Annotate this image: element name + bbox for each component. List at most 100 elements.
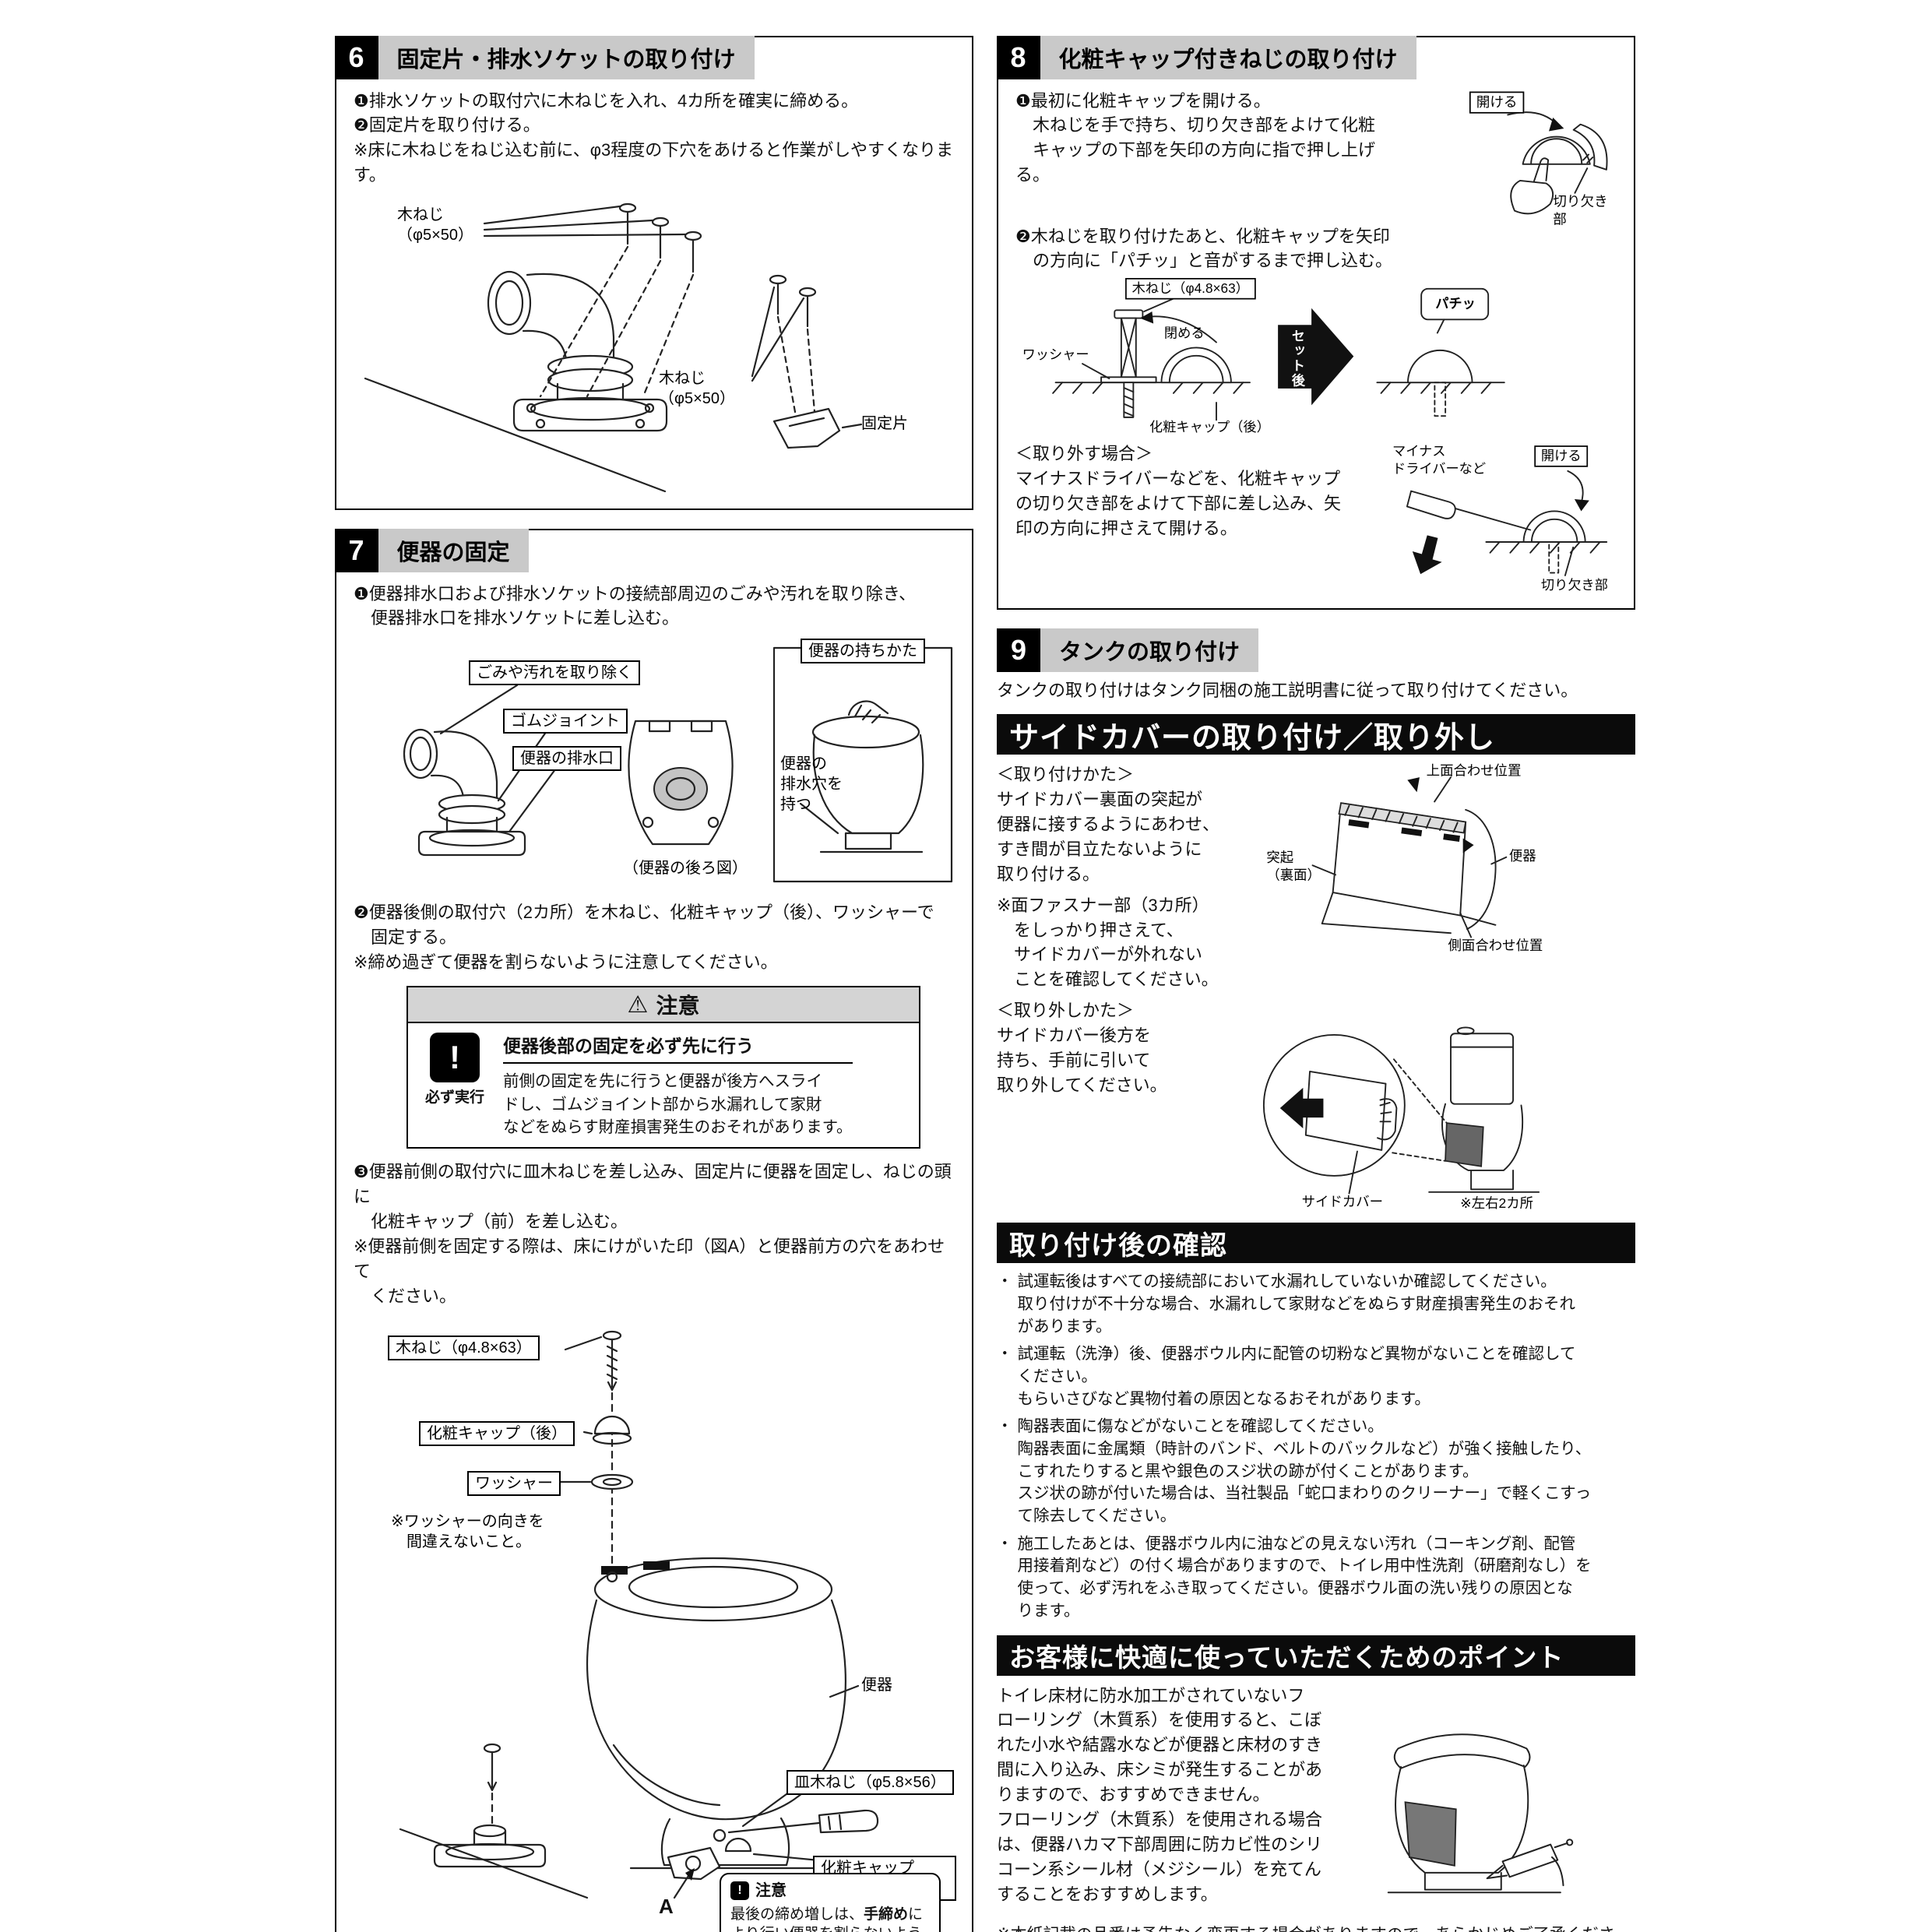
mandatory-block: ! 必ず実行 bbox=[419, 1031, 491, 1139]
side-cover-attach-note: ※面ファスナー部（3カ所） をしっかり押さえて、 サイドカバーが外れない ことを… bbox=[997, 895, 1219, 990]
footer-note: ※本紙記載の品番は予告なく変更する場合がありますので、あらかじめご了承ください。 bbox=[997, 1922, 1635, 1932]
caution-header: ⚠ 注意 bbox=[408, 987, 919, 1024]
label-side-align: 側面合わせ位置 bbox=[1448, 938, 1543, 954]
section-7-step-3: ❸便器前側の取付穴に皿木ねじを差し込み、固定片に便器を固定し、ねじの頭に 化粧キ… bbox=[354, 1162, 952, 1231]
check-after-banner: 取り付け後の確認 bbox=[997, 1223, 1635, 1264]
points-section: お客様に快適に使っていただくためのポイント トイレ床材に防水加工がされていないフ… bbox=[997, 1635, 1635, 1909]
check-item: ・施工したあとは、便器ボウル内に油などの見えない汚れ（コーキング剤、配管 用接着… bbox=[997, 1533, 1635, 1623]
bullet: ・ bbox=[997, 1417, 1013, 1436]
section-7: 7 便器の固定 ❶便器排水口および排水ソケットの接続部周辺のごみや汚れを取り除き… bbox=[334, 528, 973, 1932]
label-both-sides: ※左右2カ所 bbox=[1460, 1196, 1534, 1212]
section-6-note: ※床に木ねじをねじ込む前に、φ3程度の下穴をあけると作業がしやすくなります。 bbox=[354, 140, 954, 185]
section-7-header: 7 便器の固定 bbox=[334, 528, 973, 572]
points-banner: お客様に快適に使っていただくためのポイント bbox=[997, 1635, 1635, 1676]
side-cover-banner: サイドカバーの取り付け／取り外し bbox=[997, 714, 1635, 755]
side-cover-section: サイドカバーの取り付け／取り外し ＜取り付けかた＞ サイドカバー裏面の突起が 便… bbox=[997, 714, 1635, 1212]
mini-caution-title: 注意 bbox=[755, 1881, 787, 1899]
cap-remove-diagram bbox=[1406, 470, 1608, 577]
section-9-title: タンクの取り付け bbox=[1040, 628, 1259, 673]
label-click-sound: パチッ bbox=[1435, 297, 1476, 312]
cap-open-diagram bbox=[1507, 111, 1608, 214]
fig-cap-open: 開ける 切り欠き部 bbox=[1412, 89, 1618, 227]
fig-caulking bbox=[1349, 1684, 1582, 1909]
label-set-after: セット後 bbox=[1289, 329, 1304, 389]
label-notch-remove: 切り欠き部 bbox=[1540, 578, 1608, 593]
caulking-diagram bbox=[1387, 1733, 1574, 1893]
bullet: ・ bbox=[997, 1345, 1013, 1364]
side-cover-detach-diagram bbox=[1262, 1026, 1540, 1195]
label-wood-screw-right: 木ねじ （φ5×50） bbox=[659, 370, 736, 408]
section-7-step-2: ❷便器後側の取付穴（2カ所）を木ねじ、化粧キャップ（後）、ワッシャーで 固定する… bbox=[354, 903, 934, 948]
label-rubber-joint: ゴムジョイント bbox=[503, 709, 628, 734]
check-item: ・陶器表面に傷などがないことを確認してください。 陶器表面に金属類（時計のバンド… bbox=[997, 1416, 1635, 1527]
side-cover-detach-title: ＜取り外しかた＞ bbox=[997, 1001, 1135, 1021]
label-close: 閉める bbox=[1163, 326, 1205, 342]
label-toilet: 便器 bbox=[861, 1676, 892, 1694]
section-6-title: 固定片・排水ソケットの取り付け bbox=[378, 35, 755, 79]
section-8-step-1: ❶最初に化粧キャップを開ける。 木ねじを手で持ち、切り欠き部をよけて化粧 キャッ… bbox=[1015, 90, 1376, 185]
section-7-step-1: ❶便器排水口および排水ソケットの接続部周辺のごみや汚れを取り除き、 便器排水口を… bbox=[354, 583, 917, 628]
fig-side-cover-attach: 上面合わせ位置 便器 突起 （裏面） 側面合わせ位置 bbox=[1248, 762, 1559, 959]
label-flat-driver: マイナス ドライバーなど bbox=[1392, 444, 1487, 477]
mandatory-label: 必ず実行 bbox=[424, 1089, 484, 1107]
drain-socket-diagram bbox=[364, 202, 863, 493]
label-washer-8: ワッシャー bbox=[1022, 347, 1089, 363]
mini-caution-text: 最後の締め増しは、手締めに より行い便器を割らないよう にしてください。 bbox=[730, 1906, 924, 1932]
section-6: 6 固定片・排水ソケットの取り付け ❶排水ソケットの取付穴に木ねじを入れ、4カ所… bbox=[334, 35, 973, 511]
section-8-removal-title: ＜取り外す場合＞ bbox=[1015, 444, 1153, 464]
section-9-header: 9 タンクの取り付け bbox=[997, 628, 1635, 673]
section-7-number: 7 bbox=[334, 528, 378, 572]
label-cap-rear: 化粧キャップ（後） bbox=[419, 1420, 575, 1446]
check-item: ・試運転後はすべての接続部において水漏れしていないか確認してください。 取り付け… bbox=[997, 1271, 1635, 1338]
label-toilet-sc: 便器 bbox=[1508, 849, 1536, 864]
caution-body-text: 前側の固定を先に行うと便器が後方へスライ ドし、ゴムジョイント部から水漏れして家… bbox=[503, 1072, 853, 1137]
label-hold-drain-hole: 便器の 排水穴を 持つ bbox=[780, 755, 843, 814]
label-cap-rear-8: 化粧キャップ（後） bbox=[1149, 420, 1270, 435]
fig-drain-socket-install: 木ねじ （φ5×50） 木ねじ （φ5×50） 固定片 bbox=[354, 188, 956, 499]
section-8-step-2: ❷木ねじを取り付けたあと、化粧キャップを矢印 の方向に「パチッ」と音がするまで押… bbox=[1015, 226, 1393, 271]
toilet-fixing-diagram bbox=[399, 1330, 879, 1899]
left-column: 6 固定片・排水ソケットの取り付け ❶排水ソケットの取付穴に木ねじを入れ、4カ所… bbox=[334, 35, 973, 1932]
label-side-cover: サイドカバー bbox=[1301, 1195, 1383, 1210]
label-top-align: 上面合わせ位置 bbox=[1426, 763, 1522, 779]
cap-set-diagram bbox=[1052, 288, 1505, 421]
label-notch: 切り欠き部 bbox=[1553, 194, 1608, 227]
section-6-step-1: ❶排水ソケットの取付穴に木ねじを入れ、4カ所を確実に締める。 bbox=[354, 90, 859, 111]
label-rear-view-caption: （便器の後ろ図） bbox=[623, 860, 748, 878]
section-8-header: 8 化粧キャップ付きねじの取り付け bbox=[996, 35, 1635, 79]
label-washer: ワッシャー bbox=[467, 1470, 561, 1496]
section-9: 9 タンクの取り付け タンクの取り付けはタンク同梱の施工説明書に従って取り付けて… bbox=[997, 628, 1635, 704]
label-wood-screw-8: 木ねじ（φ4.8×63） bbox=[1125, 278, 1256, 300]
mini-mandatory-icon: ! bbox=[730, 1881, 749, 1901]
side-cover-attach-diagram bbox=[1311, 776, 1508, 938]
label-mark-a: A bbox=[659, 1894, 674, 1918]
check-item: ・試運転（洗浄）後、便器ボウル内に配管の切粉など異物がないことを確認して くださ… bbox=[997, 1343, 1635, 1410]
label-washer-note: ※ワッシャーの向きを 間違えないこと。 bbox=[391, 1512, 544, 1550]
label-how-to-hold: 便器の持ちかた bbox=[801, 639, 925, 664]
label-fixing-piece: 固定片 bbox=[861, 415, 908, 433]
fig-cap-remove: マイナス ドライバーなど 開ける 切り欠き部 bbox=[1392, 442, 1618, 599]
bullet: ・ bbox=[997, 1534, 1013, 1553]
side-cover-attach-title: ＜取り付けかた＞ bbox=[997, 765, 1135, 785]
mandatory-icon: ! bbox=[430, 1033, 480, 1083]
fig-toilet-fixing: 木ねじ（φ4.8×63） 化粧キャップ（後） ワッシャー ※ワッシャーの向きを … bbox=[354, 1315, 956, 1932]
label-open: 開ける bbox=[1469, 91, 1525, 114]
section-9-body: タンクの取り付けはタンク同梱の施工説明書に従って取り付けてください。 bbox=[997, 681, 1578, 701]
points-body: トイレ床材に防水加工がされていないフ ローリング（木質系）を使用すると、こぼ れ… bbox=[997, 1685, 1323, 1904]
section-8-number: 8 bbox=[996, 35, 1040, 79]
section-9-number: 9 bbox=[997, 628, 1040, 673]
label-remove-dirt: ごみや汚れを取り除く bbox=[469, 660, 640, 686]
section-8-removal-body: マイナスドライバーなどを、化粧キャップ の切り欠き部をよけて下部に差し込み、矢 … bbox=[1015, 469, 1342, 538]
label-protrusion: 突起 （裏面） bbox=[1266, 850, 1321, 884]
section-6-number: 6 bbox=[334, 35, 378, 79]
section-8: 8 化粧キャップ付きねじの取り付け ❶最初に化粧キャップを開ける。 木ねじを手で… bbox=[996, 35, 1635, 611]
caution-title: 注意 bbox=[656, 994, 700, 1019]
fig-toilet-joint: ごみや汚れを取り除く ゴムジョイント 便器の排水口 （便器の後ろ図） 便器の持ち… bbox=[354, 637, 956, 894]
section-8-title: 化粧キャップ付きねじの取り付け bbox=[1040, 35, 1416, 79]
check-after-section: 取り付け後の確認 ・試運転後はすべての接続部において水漏れしていないか確認してく… bbox=[997, 1223, 1635, 1622]
side-cover-detach-body: サイドカバー後方を 持ち、手前に引いて 取り外してください。 bbox=[997, 1026, 1167, 1095]
bullet: ・ bbox=[997, 1272, 1013, 1291]
right-column: 8 化粧キャップ付きねじの取り付け ❶最初に化粧キャップを開ける。 木ねじを手で… bbox=[996, 35, 1635, 1932]
